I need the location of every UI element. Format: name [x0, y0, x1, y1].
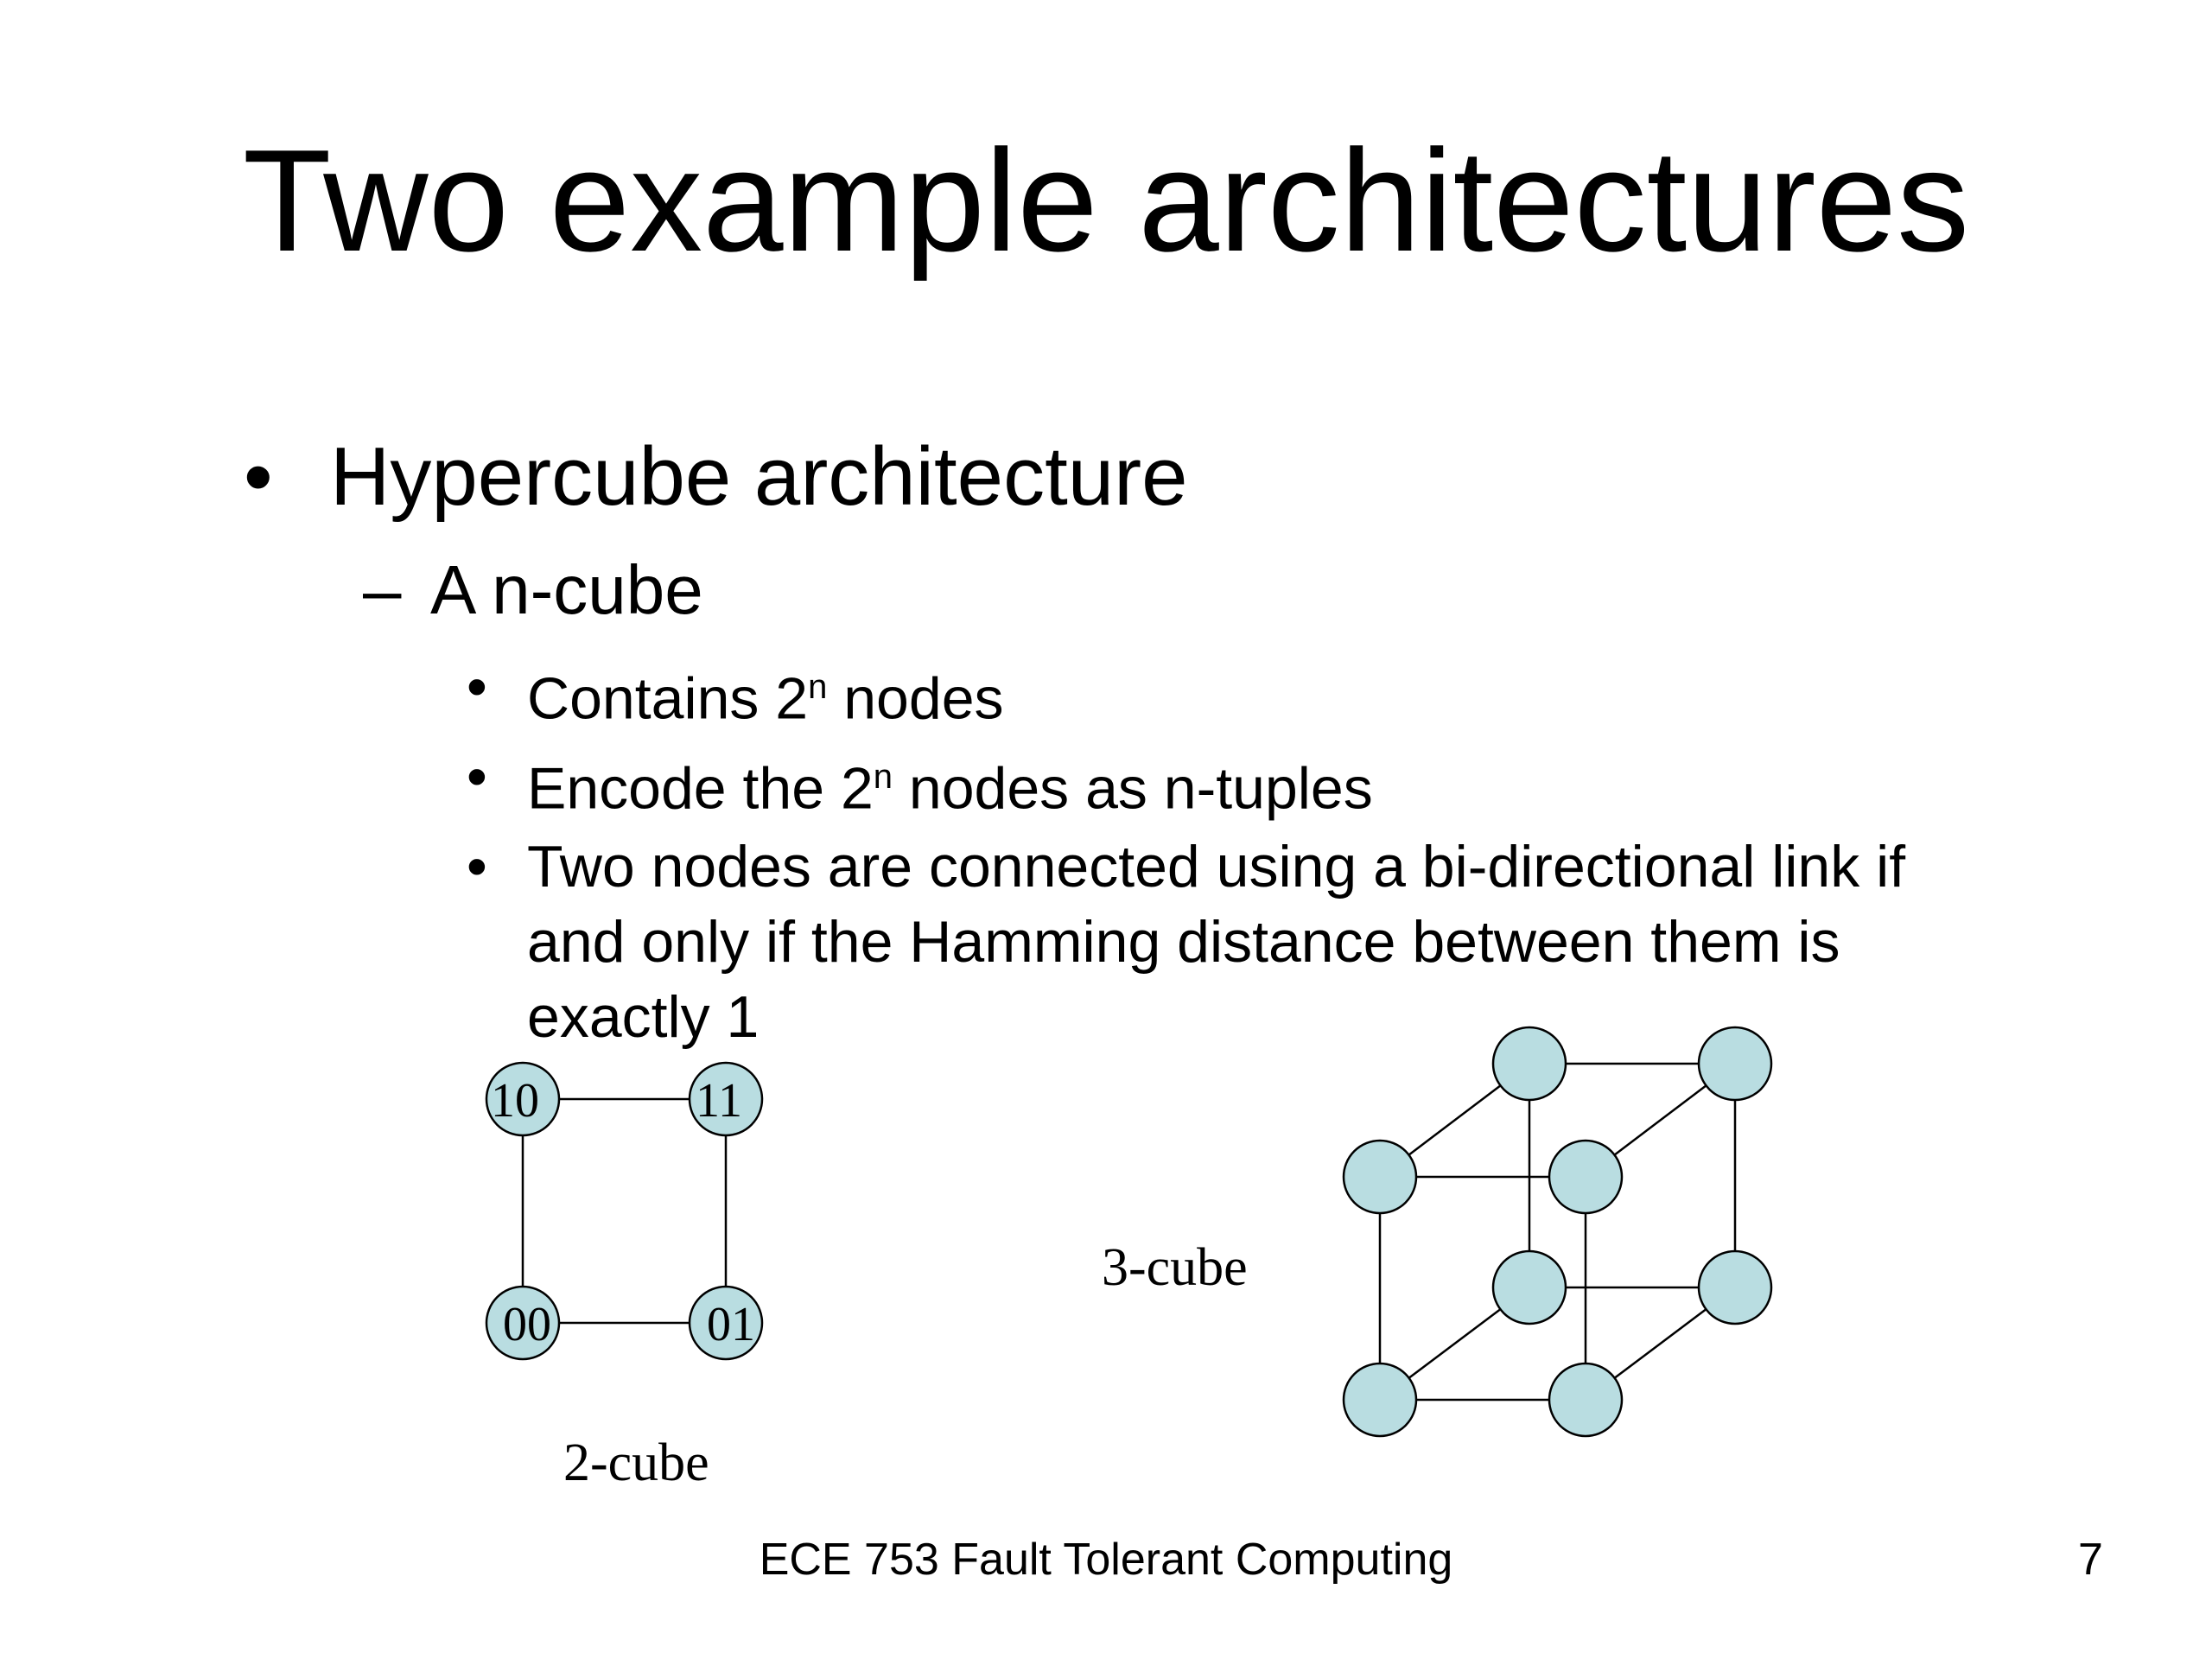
slide-title: Two example architectures — [242, 119, 1970, 282]
node — [1342, 1362, 1418, 1438]
node — [1491, 1026, 1567, 1102]
bullet-text: Encode the 2n nodes as n-tuples — [527, 740, 1373, 827]
bullet-text: Two nodes are connected using a bi-direc… — [527, 830, 1905, 1055]
node-01 — [688, 1285, 764, 1361]
text-part: Encode the 2 — [527, 755, 874, 822]
two-cube-caption: 2-cube — [563, 1433, 709, 1492]
text-line: and only if the Hamming distance between… — [527, 909, 1840, 975]
bullet-text: Contains 2n nodes — [527, 650, 1004, 737]
node-00 — [485, 1285, 561, 1361]
bullet-marker: • — [467, 744, 487, 810]
three-cube-caption: 3-cube — [1102, 1238, 1248, 1297]
node-label: 00 — [503, 1298, 551, 1351]
node-label: 11 — [696, 1074, 742, 1128]
text-part: nodes as n-tuples — [893, 755, 1373, 822]
bullet-text: Hypercube architecture — [330, 430, 1188, 523]
superscript: n — [808, 668, 828, 706]
text-part: Contains 2 — [527, 665, 809, 732]
node — [1548, 1362, 1624, 1438]
footer-course: ECE 753 Fault Tolerant Computing — [759, 1535, 1453, 1585]
text-part: nodes — [827, 665, 1004, 732]
node — [1491, 1249, 1567, 1325]
node — [1697, 1026, 1773, 1102]
node-11 — [688, 1061, 764, 1137]
bullet-marker: • — [467, 654, 487, 720]
page-number: 7 — [2078, 1535, 2103, 1585]
node-label: 01 — [707, 1298, 755, 1351]
bullet-marker: • — [467, 834, 487, 899]
node — [1342, 1139, 1418, 1215]
superscript: n — [873, 758, 893, 796]
node — [1697, 1249, 1773, 1325]
node-label: 10 — [491, 1074, 539, 1128]
node-10 — [485, 1061, 561, 1137]
text-line: exactly 1 — [527, 984, 760, 1050]
dash-marker: – — [363, 551, 402, 628]
text-line: Two nodes are connected using a bi-direc… — [527, 834, 1906, 899]
node — [1548, 1139, 1624, 1215]
bullet-text: A n-cube — [430, 551, 703, 628]
bullet-marker: • — [244, 430, 273, 523]
